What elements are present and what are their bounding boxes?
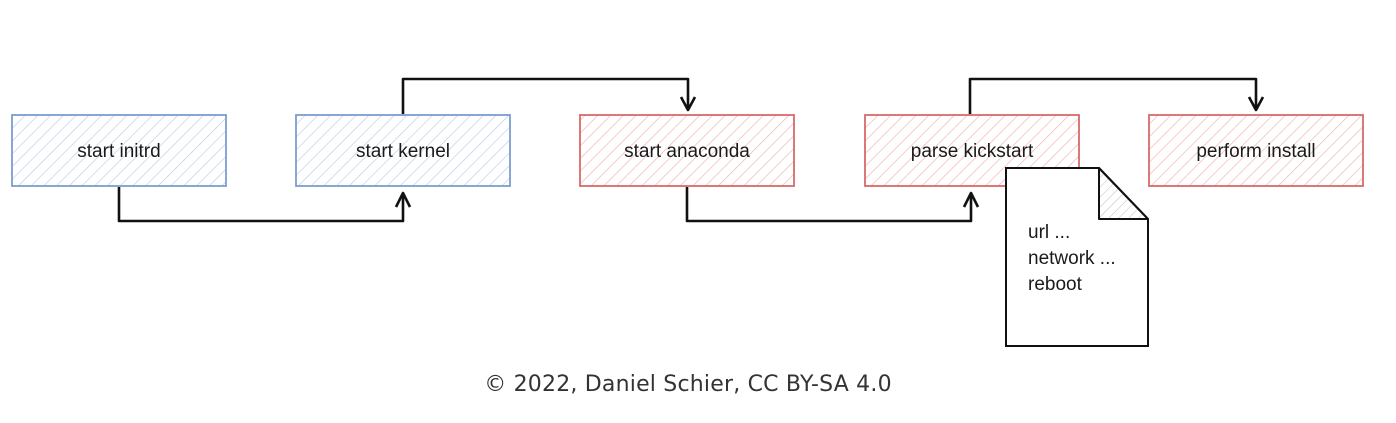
edge-kernel-to-anaconda [401, 77, 697, 114]
node-label: start kernel [356, 141, 450, 162]
document-fold-icon [1098, 167, 1149, 220]
node-start-initrd: start initrd [11, 114, 227, 187]
node-label: parse kickstart [911, 141, 1034, 162]
edge-kickstart-to-install [968, 77, 1265, 114]
edge-anaconda-to-kickstart [685, 187, 980, 223]
kickstart-line-url: url ... [1028, 222, 1070, 243]
kickstart-line-network: network ... [1028, 248, 1116, 269]
arrowhead-icon [679, 96, 697, 112]
kickstart-line-reboot: reboot [1028, 274, 1083, 295]
arrowhead-icon [394, 191, 412, 208]
copyright-caption: © 2022, Daniel Schier, CC BY-SA 4.0 [484, 372, 892, 397]
node-label: perform install [1196, 141, 1315, 162]
node-label: start anaconda [624, 141, 750, 162]
arrowhead-icon [962, 191, 980, 208]
node-label: start initrd [77, 141, 160, 162]
node-start-anaconda: start anaconda [579, 114, 795, 187]
edge-initrd-to-kernel [117, 187, 412, 223]
arrowhead-icon [1247, 96, 1265, 112]
node-perform-install: perform install [1148, 114, 1364, 187]
node-start-kernel: start kernel [295, 114, 511, 187]
kickstart-file-document: url ... network ... reboot [1005, 167, 1149, 347]
